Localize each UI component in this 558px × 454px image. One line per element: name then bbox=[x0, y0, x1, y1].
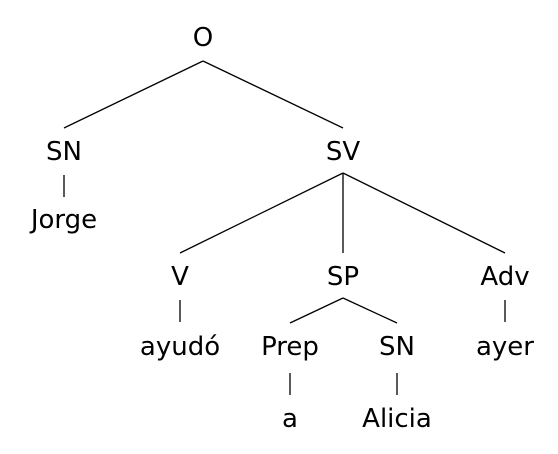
leaf-ayer: ayer bbox=[476, 332, 534, 362]
leaf-a: a bbox=[282, 404, 298, 434]
edge-O-SV bbox=[202, 60, 344, 129]
edge-SV-V bbox=[179, 172, 344, 254]
tree-nodes: O SN SV Jorge V SP Adv ayudó Prep SN aye… bbox=[29, 23, 534, 434]
node-O: O bbox=[193, 23, 213, 53]
leaf-ayudo: ayudó bbox=[140, 332, 220, 362]
node-SN-object: SN bbox=[379, 332, 415, 362]
node-Prep: Prep bbox=[261, 332, 319, 362]
edge-O-SN bbox=[63, 60, 204, 129]
edge-SP-SN bbox=[342, 297, 398, 324]
node-SP: SP bbox=[327, 262, 359, 292]
leaf-Jorge: Jorge bbox=[29, 205, 97, 235]
tree-edges bbox=[63, 60, 506, 395]
node-Adv: Adv bbox=[480, 262, 529, 292]
edge-SV-Adv bbox=[342, 172, 506, 254]
edge-SP-Prep bbox=[289, 297, 344, 324]
node-SV: SV bbox=[326, 137, 361, 167]
node-V: V bbox=[171, 262, 189, 292]
node-SN-subject: SN bbox=[46, 137, 82, 167]
leaf-Alicia: Alicia bbox=[362, 404, 432, 434]
